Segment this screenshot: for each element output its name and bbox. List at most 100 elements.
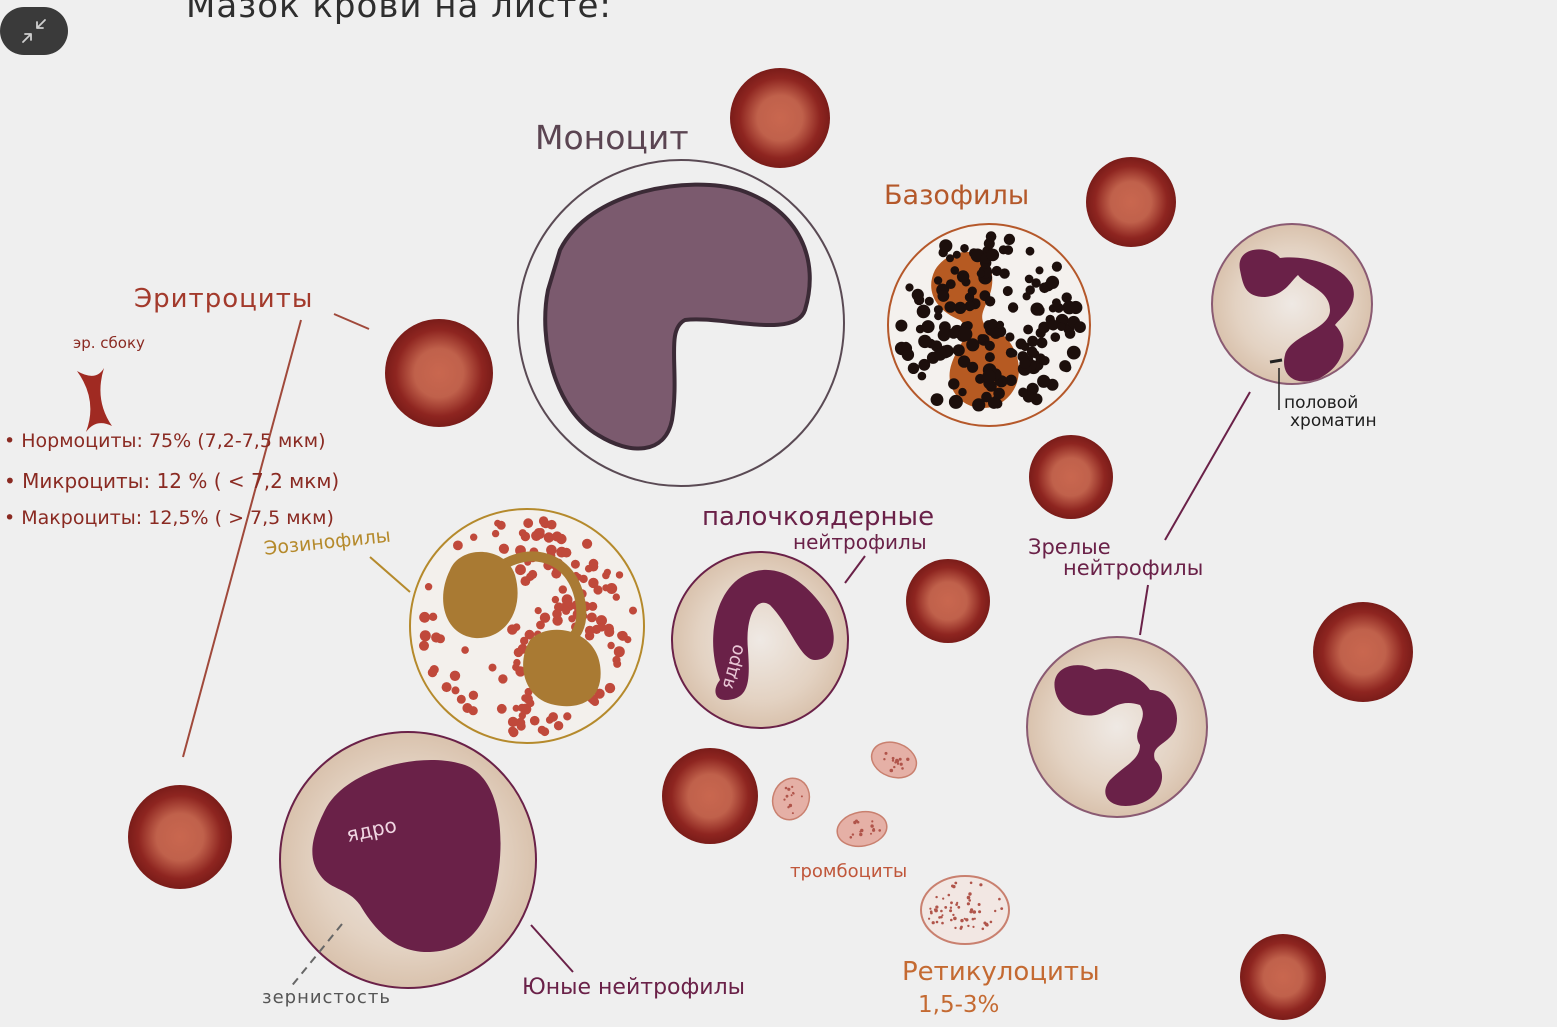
granule [984, 340, 995, 351]
granule [453, 540, 463, 551]
granule [792, 792, 795, 795]
young-neutrophil-pointer-line [530, 924, 574, 973]
granule [958, 327, 973, 342]
granule [952, 250, 961, 259]
granule [604, 682, 616, 694]
reticulocyte-granules [928, 881, 1004, 931]
granule [523, 694, 533, 704]
erythrocyte [385, 319, 493, 427]
granule [946, 254, 954, 263]
granule [934, 312, 943, 321]
granule [949, 909, 953, 913]
granule [966, 895, 971, 900]
granule [604, 626, 615, 638]
basophil-cell [887, 223, 1091, 427]
granule [419, 611, 430, 623]
granule [948, 394, 963, 409]
granule [963, 917, 966, 920]
granule [988, 397, 1000, 409]
granule [563, 597, 573, 607]
mature-neutrophil-cell [1026, 636, 1208, 818]
granule [989, 326, 1003, 339]
granule [984, 296, 996, 307]
granule [950, 266, 960, 275]
granule [591, 698, 600, 706]
granule [901, 348, 915, 361]
granule [937, 328, 951, 342]
granule [973, 917, 976, 920]
granule [952, 913, 955, 917]
granule [587, 612, 597, 623]
granule [998, 897, 1001, 901]
granule [441, 682, 452, 693]
normocytes-stat: • Нормоциты: 75% (7,2-7,5 мкм) [4, 430, 326, 452]
granule [894, 761, 897, 764]
collapse-button[interactable] [0, 7, 68, 55]
granule [1003, 233, 1016, 245]
granule [518, 703, 527, 712]
erythrocytes-group [128, 68, 1413, 1020]
granule [1045, 275, 1060, 289]
granule [508, 727, 519, 738]
granule [596, 615, 607, 627]
granule [488, 663, 497, 672]
band-neutrophils-label-line2: нейтрофилы [793, 530, 927, 554]
granule [1074, 321, 1086, 333]
granule [1007, 302, 1019, 313]
basophils-label: Базофилы [884, 180, 1030, 211]
granule [1064, 328, 1076, 339]
granule [942, 897, 945, 900]
granule [964, 300, 975, 312]
granule [966, 338, 980, 352]
granule [967, 361, 979, 373]
granule [953, 916, 957, 921]
granule [982, 369, 996, 384]
granule [507, 716, 519, 728]
granule [1023, 324, 1033, 335]
granule [853, 820, 857, 825]
granule [512, 704, 520, 712]
granule [602, 571, 610, 580]
granule [1052, 298, 1061, 307]
granule [966, 902, 971, 906]
granule [588, 601, 598, 611]
eosinophil-pointer-line [369, 556, 411, 593]
granule [907, 362, 920, 374]
granule [1038, 321, 1050, 334]
granule [1035, 266, 1044, 275]
granule [967, 286, 977, 296]
granule [972, 910, 977, 914]
granule [613, 646, 625, 658]
granule [617, 630, 628, 641]
granule [531, 530, 542, 541]
page-title: Мазок крови на листе: [186, 0, 612, 26]
granule [1005, 374, 1017, 386]
granule [878, 829, 881, 832]
granule [954, 926, 957, 930]
band-neutrophil-pointer-line [844, 555, 866, 584]
granule [543, 532, 555, 543]
granule [891, 759, 895, 762]
granule [986, 248, 1000, 262]
granule [872, 827, 875, 831]
granule [462, 703, 473, 713]
granule [790, 794, 793, 797]
granule [985, 923, 989, 927]
granule [954, 881, 958, 885]
granule [851, 833, 855, 836]
sex-chromatin-drumstick [1269, 358, 1283, 364]
platelet [771, 777, 811, 821]
granule [520, 636, 529, 646]
granule [939, 239, 953, 253]
granule [998, 245, 1009, 255]
granule [1027, 335, 1039, 347]
granule [957, 905, 961, 909]
granule [972, 398, 986, 412]
granule [1020, 342, 1030, 352]
granule [1018, 387, 1028, 398]
erythrocyte [1240, 934, 1326, 1020]
granule [612, 593, 620, 601]
granule [498, 674, 508, 684]
reticulocytes-label: Ретикулоциты [902, 957, 1100, 987]
granule [800, 795, 803, 798]
